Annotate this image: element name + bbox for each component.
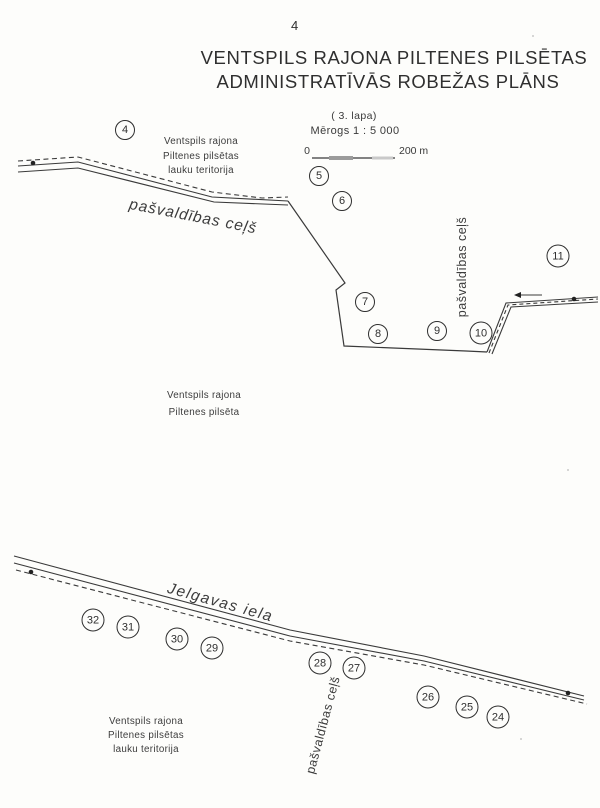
- region-label-line: lauku teritorija: [168, 165, 234, 176]
- boundary-end-dot-bottom: [565, 690, 571, 696]
- boundary-point-5: 5: [309, 166, 329, 186]
- top-vertical-road-label: pašvaldības ceļš: [455, 216, 469, 318]
- boundary-point-6: 6: [332, 191, 352, 211]
- top-road-lines: [17, 156, 289, 206]
- boundary-start-dot: [30, 160, 36, 166]
- region-label-line: Piltenes pilsētas: [108, 730, 184, 741]
- boundary-point-30: 30: [165, 627, 189, 651]
- boundary-point-25: 25: [455, 695, 479, 719]
- region-label-line: Ventspils rajona: [164, 136, 238, 147]
- boundary-line: [287, 200, 488, 353]
- boundary-point-28: 28: [308, 651, 332, 675]
- boundary-point-24: 24: [486, 705, 510, 729]
- boundary-start-dot-bottom: [28, 569, 34, 575]
- region-label-top: Ventspils rajona Piltenes pilsētas lauku…: [163, 135, 239, 179]
- scale-text: Mērogs 1 : 5 000: [310, 125, 400, 137]
- scalebar-end-label: 200 m: [399, 145, 429, 157]
- map-title-line1: VENTSPILS RAJONA PILTENES PILSĒTAS: [200, 47, 588, 68]
- region-label-line: Ventspils rajona: [167, 390, 241, 401]
- direction-arrow-head: [514, 292, 521, 298]
- region-label-line: Ventspils rajona: [109, 716, 183, 727]
- region-label-bottom: Ventspils rajona Piltenes pilsētas lauku…: [108, 715, 184, 757]
- boundary-point-10: 10: [469, 321, 493, 345]
- region-label-line: lauku teritorija: [113, 744, 179, 755]
- boundary-point-4: 4: [115, 120, 135, 140]
- right-road-lines: [486, 296, 599, 355]
- region-label-middle: Ventspils rajona Piltenes pilsēta: [167, 387, 241, 421]
- boundary-point-27: 27: [342, 656, 366, 680]
- boundary-end-dot: [571, 296, 577, 302]
- boundary-point-29: 29: [200, 636, 224, 660]
- sheet-label: ( 3. lapa): [331, 110, 377, 122]
- region-label-line: Piltenes pilsētas: [163, 150, 239, 162]
- boundary-point-26: 26: [416, 685, 440, 709]
- boundary-point-7: 7: [355, 292, 375, 312]
- jelgavas-road-lines: [13, 555, 588, 705]
- boundary-point-9: 9: [427, 321, 447, 341]
- boundary-point-8: 8: [368, 324, 388, 344]
- map-title-line2: ADMINISTRATĪVĀS ROBEŽAS PLĀNS: [216, 71, 560, 92]
- scalebar-start-label: 0: [304, 145, 310, 157]
- region-label-line: Piltenes pilsēta: [168, 407, 240, 418]
- boundary-point-31: 31: [116, 615, 140, 639]
- boundary-point-11: 11: [546, 244, 570, 268]
- boundary-point-32: 32: [81, 608, 105, 632]
- scan-specks: [520, 35, 569, 740]
- page-number: 4: [291, 18, 299, 33]
